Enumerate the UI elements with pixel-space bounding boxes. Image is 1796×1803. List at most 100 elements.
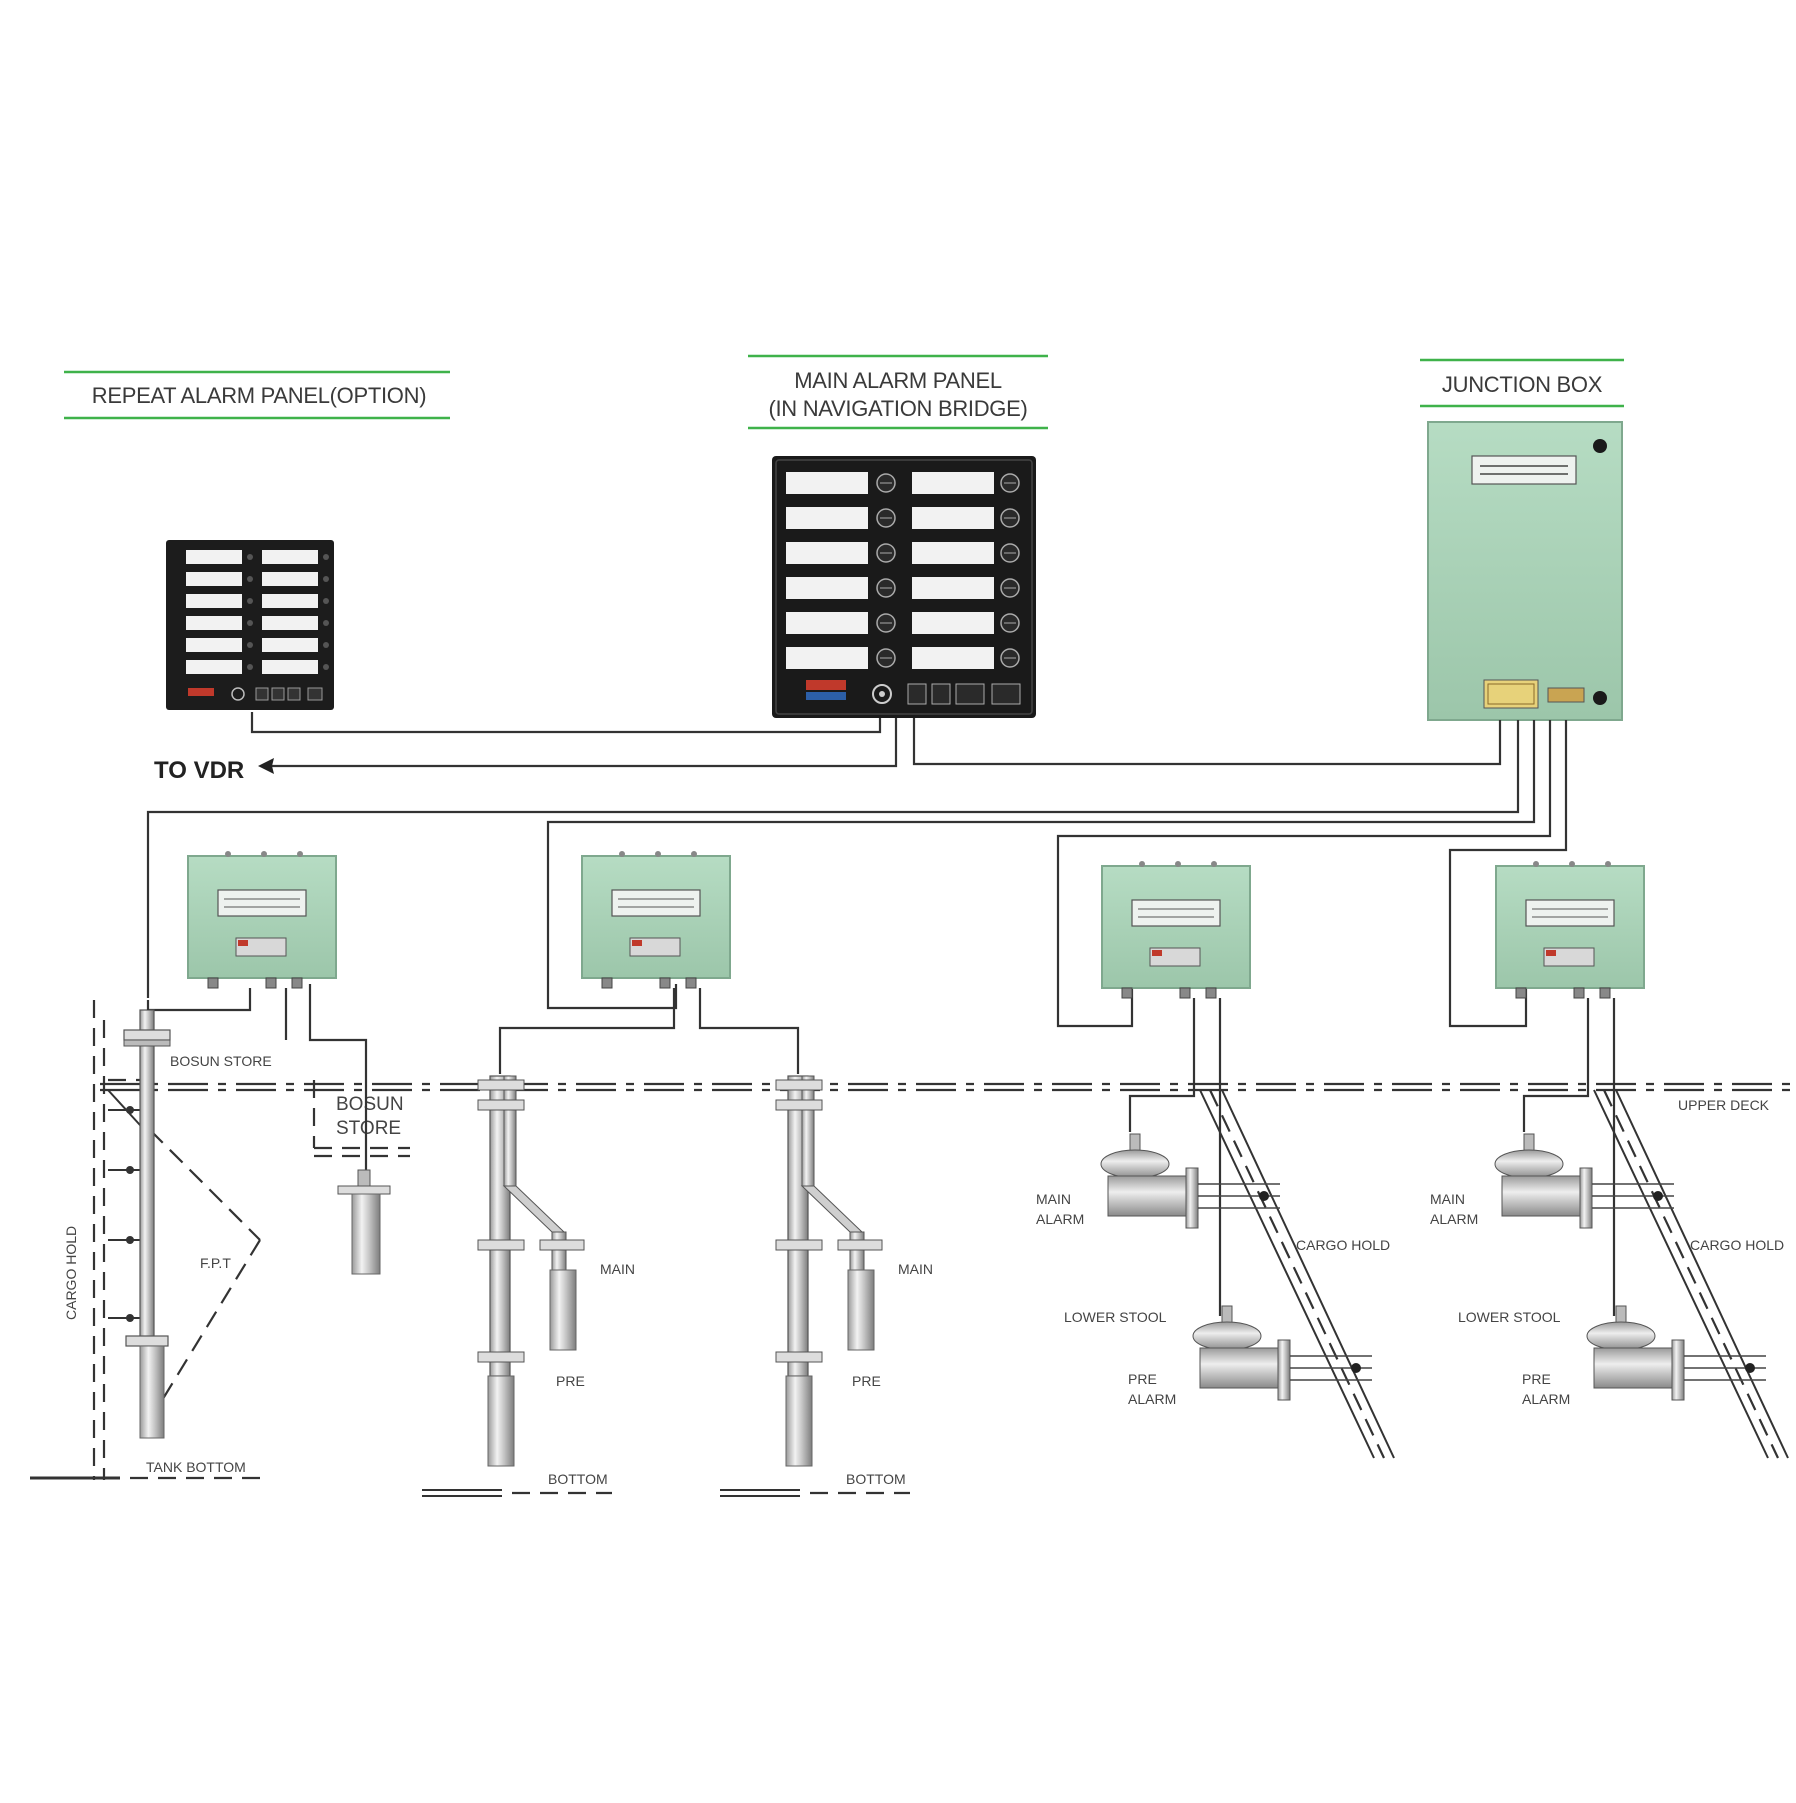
pre-label-2: PRE xyxy=(852,1373,881,1389)
cable-gland xyxy=(265,977,277,989)
to-vdr-label: TO VDR xyxy=(154,757,244,784)
mounting-lug xyxy=(1139,861,1145,867)
mounting-lug xyxy=(1533,861,1539,867)
bottom-label-2: BOTTOM xyxy=(846,1471,906,1487)
pre-alarm-label-a2: ALARM xyxy=(1128,1391,1176,1407)
repeat-label-plate xyxy=(186,638,242,652)
repeat-label-plate xyxy=(186,594,242,608)
junction-tag xyxy=(1543,947,1595,967)
pipe-flange xyxy=(775,1079,823,1091)
bracket-bolt xyxy=(126,1314,134,1322)
main-panel-subtitle: (IN NAVIGATION BRIDGE) xyxy=(768,396,1027,421)
local-junction-boxes xyxy=(148,851,1645,1316)
pipe-flange xyxy=(477,1099,525,1111)
repeat-alarm-panel xyxy=(166,540,334,710)
lower-stool-label-a: LOWER STOOL xyxy=(1064,1309,1167,1325)
cable-gland xyxy=(1599,987,1611,999)
mounting-lug xyxy=(1211,861,1217,867)
sensor-housing xyxy=(1586,1321,1656,1351)
cargo-hold-label-b: CARGO HOLD xyxy=(1690,1237,1784,1253)
junction-tag xyxy=(1149,947,1201,967)
repeat-label-plate xyxy=(262,572,318,586)
wall-mount-bolt xyxy=(1259,1191,1269,1201)
mounting-lug xyxy=(297,851,303,857)
main-label-1: MAIN xyxy=(600,1261,635,1277)
pre-alarm-label-b2: ALARM xyxy=(1522,1391,1570,1407)
repeat-indicator-led xyxy=(247,642,253,648)
cargo-hold-label-a: CARGO HOLD xyxy=(1296,1237,1390,1253)
junction-tag-mark xyxy=(1152,950,1162,956)
guide-pipe-branch xyxy=(801,1075,815,1187)
bracket-bolt xyxy=(126,1166,134,1174)
junction-nameplate xyxy=(611,889,701,917)
bracket-bolt xyxy=(126,1236,134,1244)
bosun-store-label-2b: STORE xyxy=(336,1118,401,1139)
bosun-store-label-1: BOSUN STORE xyxy=(170,1053,272,1069)
hold-wall-line xyxy=(1199,1089,1375,1459)
main-label-plate xyxy=(786,647,868,669)
pipe-groups xyxy=(422,1075,910,1497)
top-wiring: TO VDR xyxy=(146,712,1568,1028)
float-switch-flange xyxy=(1671,1339,1685,1401)
pipe-flange xyxy=(477,1239,525,1251)
pipe-flange xyxy=(775,1099,823,1111)
repeat-label-plate xyxy=(186,660,242,674)
hold-wall-line xyxy=(1593,1089,1769,1459)
cable-gland xyxy=(291,977,303,989)
float-switch-flange xyxy=(1277,1339,1291,1401)
main-label-plate xyxy=(786,507,868,529)
sensor-stem xyxy=(1221,1305,1233,1325)
local-junction-box xyxy=(187,855,337,979)
float-switch-flange xyxy=(1185,1167,1199,1229)
repeat-label-plate xyxy=(262,550,318,564)
cable-gland xyxy=(659,977,671,989)
pre-alarm-label-a1: PRE xyxy=(1128,1371,1157,1387)
cargo-hold-groups xyxy=(1100,1089,1789,1459)
guide-pipe-bend xyxy=(502,1185,566,1233)
main-label-plate xyxy=(786,612,868,634)
cable-gland xyxy=(685,977,697,989)
mounting-lug xyxy=(691,851,697,857)
cable-gland xyxy=(1121,987,1133,999)
repeat-indicator-led xyxy=(323,554,329,560)
junction-tag-mark xyxy=(632,940,642,946)
cable-gland xyxy=(1205,987,1217,999)
pipe-flange xyxy=(837,1239,883,1251)
main-alarm-label-a2: ALARM xyxy=(1036,1211,1084,1227)
main-alarm-label-a1: MAIN xyxy=(1036,1191,1071,1207)
main-label-plate xyxy=(912,472,994,494)
tank-bottom-label: TANK BOTTOM xyxy=(146,1459,246,1475)
sensor-stem xyxy=(1129,1133,1141,1153)
pipe-flange xyxy=(477,1351,525,1363)
main-label-plate xyxy=(786,577,868,599)
mounting-lug xyxy=(655,851,661,857)
hold-wall-dashed xyxy=(1209,1089,1385,1459)
main-label-plate xyxy=(786,472,868,494)
pre-alarm-label-b1: PRE xyxy=(1522,1371,1551,1387)
main-level-sensor xyxy=(549,1269,577,1351)
junction-nameplate xyxy=(217,889,307,917)
lower-stool-label-b: LOWER STOOL xyxy=(1458,1309,1561,1325)
junction-box-title: JUNCTION BOX xyxy=(1442,372,1603,397)
repeat-label-plate xyxy=(262,616,318,630)
hold-wall-dashed xyxy=(1603,1089,1779,1459)
guide-pipe-bend xyxy=(800,1185,864,1233)
main-label-plate xyxy=(912,542,994,564)
wall-mount-bolt xyxy=(1653,1191,1663,1201)
header-main-alarm-panel: MAIN ALARM PANEL (IN NAVIGATION BRIDGE) xyxy=(748,354,1048,430)
repeat-indicator-led xyxy=(247,664,253,670)
group-bosun-store-fpt: BOSUN STORE BOSUN STORE CARGO HOLD F.P.T… xyxy=(30,984,410,1480)
float-switch-body xyxy=(1199,1347,1279,1389)
junction-tag xyxy=(629,937,681,957)
local-junction-box xyxy=(1495,865,1645,989)
repeat-indicator-led xyxy=(323,576,329,582)
repeat-indicator-led xyxy=(247,554,253,560)
bosun-store-label-2a: BOSUN xyxy=(336,1094,404,1115)
repeat-label-plate xyxy=(186,550,242,564)
float-switch-body xyxy=(1107,1175,1187,1217)
repeat-indicator-led xyxy=(247,598,253,604)
sensor-cable xyxy=(1522,998,1590,1132)
sensor-housing xyxy=(1494,1149,1564,1179)
pipe-flange xyxy=(539,1239,585,1251)
pipe-flange xyxy=(775,1351,823,1363)
